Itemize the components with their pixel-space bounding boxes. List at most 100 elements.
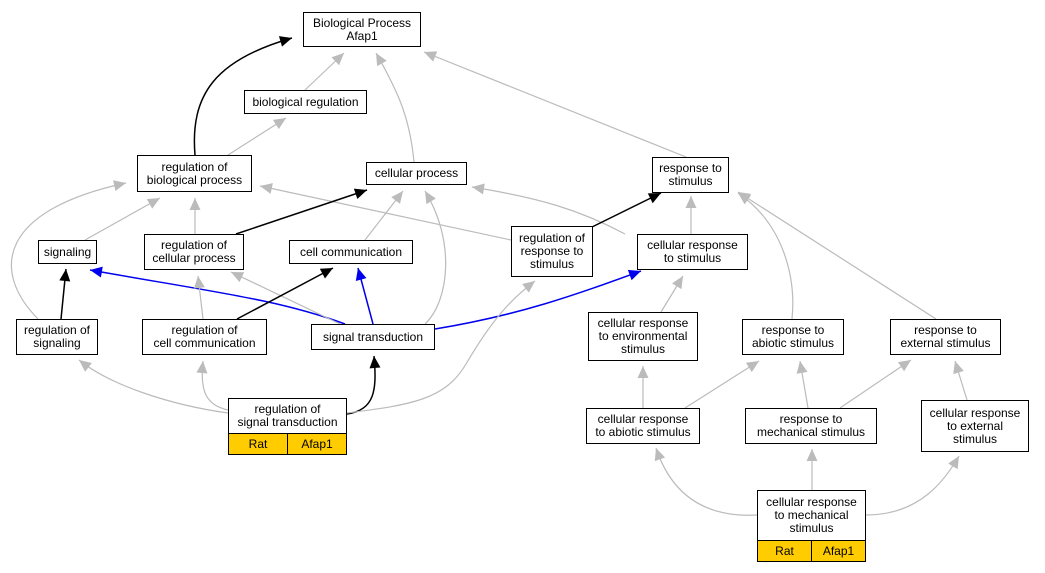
term-node-cell-resp-mech[interactable]: cellular response to mechanical stimulus (757, 490, 866, 541)
edge-sig_trans-to-cell_proc (424, 190, 447, 325)
term-node-reg-resp-stim[interactable]: regulation of response to stimulus (511, 226, 593, 277)
edge-cell_resp_abiotic-to-cell_resp_env (637, 366, 649, 408)
edge-cell_resp_mech-to-cell_resp_ext (865, 455, 960, 516)
edge-reg_sig_trans-to-reg_cell_comm (196, 360, 229, 411)
gene-tag[interactable]: Afap1 (811, 540, 866, 562)
arrowhead-reg_resp_stim-to-resp_stim (647, 193, 661, 204)
arrowhead-reg_sig_trans-to-reg_cell_comm (196, 361, 208, 374)
species-tag[interactable]: Rat (228, 433, 288, 455)
arrowhead-bio_reg-to-bp_root (331, 53, 344, 66)
term-node-cell-comm[interactable]: cell communication (289, 240, 413, 264)
arrowhead-reg_signaling-to-signaling (59, 269, 71, 282)
edge-cell_resp_abiotic-to-resp_abiotic (684, 360, 760, 409)
edge-reg_cell_proc-to-reg_bio_proc (189, 198, 201, 234)
arrowhead-sig_trans-to-cell_proc (425, 191, 436, 205)
term-node-resp-mech[interactable]: response to mechanical stimulus (745, 408, 877, 444)
term-node-sig-trans[interactable]: signal transduction (311, 324, 435, 350)
term-node-reg-cell-comm[interactable]: regulation of cell communication (142, 319, 267, 355)
edge-resp_mech-to-resp_abiotic (796, 360, 809, 409)
edge-reg_cell_proc-to-cell_proc (235, 188, 368, 235)
term-node-bio-reg[interactable]: biological regulation (244, 90, 367, 114)
arrowhead-reg_cell_proc-to-cell_proc (353, 188, 367, 200)
arrowhead-cell_resp_abiotic-to-cell_resp_env (637, 366, 649, 378)
arrowhead-cell_proc-to-bp_root (376, 53, 387, 67)
arrowhead-cell_resp_env-to-cell_resp_stim (672, 276, 683, 290)
term-node-reg-cell-proc[interactable]: regulation of cellular process (144, 234, 244, 270)
arrowhead-sig_trans-to-signaling (90, 266, 103, 278)
arrowhead-cell_resp_abiotic-to-resp_abiotic (745, 361, 759, 373)
arrowhead-sig_trans-to-cell_resp_stim (627, 269, 641, 281)
edge-reg_bio_proc-to-bp_root (193, 36, 293, 156)
edge-cell_resp_stim-to-resp_stim (685, 196, 697, 234)
edge-reg_signaling-to-reg_bio_proc (10, 180, 127, 320)
edge-cell_resp_env-to-cell_resp_stim (660, 275, 684, 313)
edge-resp_mech-to-resp_ext (839, 359, 912, 409)
edge-cell_resp_mech-to-resp_mech (806, 449, 818, 490)
term-node-cell-resp-stim[interactable]: cellular response to stimulus (637, 234, 748, 270)
arrowhead-reg_sig_trans-to-sig_trans (369, 356, 381, 369)
arrowhead-cell_resp_mech-to-cell_resp_ext (948, 456, 959, 470)
arrowhead-resp_mech-to-resp_ext (897, 360, 911, 372)
edge-cell_resp_stim-to-cell_proc (471, 183, 626, 235)
edge-layer (10, 36, 968, 516)
edge-reg_sig_trans-to-sig_trans (346, 355, 381, 415)
arrowhead-reg_cell_comm-to-reg_cell_proc (193, 276, 205, 289)
arrowhead-reg_sig_trans-to-reg_resp_stim (522, 281, 535, 293)
arrowhead-cell_resp_stim-to-cell_proc (472, 183, 485, 195)
edge-sig_trans-to-cell_resp_stim (434, 269, 642, 330)
edge-reg_signaling-to-signaling (59, 268, 71, 320)
arrowhead-reg_bio_proc-to-bio_reg (272, 118, 286, 130)
arrowhead-resp_ext-to-resp_stim (738, 192, 752, 204)
term-node-resp-ext[interactable]: response to external stimulus (890, 319, 1001, 355)
arrowhead-reg_resp_stim-to-reg_bio_proc (260, 183, 273, 194)
edge-reg_sig_trans-to-reg_resp_stim (346, 280, 536, 414)
term-node-bp-root[interactable]: Biological Process Afap1 (303, 12, 421, 47)
arrowhead-reg_sig_trans-to-reg_signaling (79, 360, 92, 372)
edge-cell_resp_mech-to-cell_resp_abiotic (654, 447, 758, 516)
term-node-cell-resp-abiotic[interactable]: cellular response to abiotic stimulus (586, 408, 700, 444)
arrowhead-reg_signaling-to-reg_bio_proc (113, 180, 126, 191)
edge-reg_resp_stim-to-reg_bio_proc (259, 183, 512, 241)
term-node-reg-signaling[interactable]: regulation of signaling (16, 319, 98, 355)
term-node-cell-resp-env[interactable]: cellular response to environmental stimu… (588, 312, 698, 361)
edge-reg_cell_comm-to-cell_comm (236, 267, 334, 320)
edge-cell_proc-to-bp_root (375, 52, 415, 163)
arrowhead-signaling-to-reg_bio_proc (146, 198, 160, 209)
edge-reg_resp_stim-to-resp_stim (589, 192, 662, 229)
edge-resp_ext-to-resp_stim (737, 191, 937, 320)
arrowhead-resp_stim-to-bp_root (424, 51, 438, 62)
term-node-cell-resp-ext[interactable]: cellular response to external stimulus (921, 400, 1029, 452)
arrowhead-cell_resp_mech-to-cell_resp_abiotic (654, 448, 666, 462)
edge-sig_trans-to-signaling (89, 266, 346, 325)
arrowhead-cell_comm-to-cell_proc (391, 191, 403, 204)
gene-tag[interactable]: Afap1 (287, 433, 347, 455)
edge-reg_bio_proc-to-bio_reg (227, 117, 287, 156)
edge-cell_comm-to-cell_proc (364, 190, 404, 241)
arrowhead-reg_bio_proc-to-bp_root (278, 36, 292, 47)
edge-signaling-to-reg_bio_proc (84, 197, 161, 241)
term-node-reg-sig-trans[interactable]: regulation of signal transduction (228, 398, 347, 434)
term-node-resp-stim[interactable]: response to stimulus (652, 157, 729, 193)
arrowhead-cell_resp_mech-to-resp_mech (806, 449, 818, 461)
edge-cell_resp_ext-to-resp_ext (953, 360, 968, 401)
arrowhead-resp_mech-to-resp_abiotic (796, 361, 808, 374)
term-node-reg-bio-proc[interactable]: regulation of biological process (137, 155, 252, 192)
arrowhead-reg_cell_comm-to-cell_comm (319, 268, 333, 279)
edge-sig_trans-to-reg_cell_proc (230, 271, 341, 325)
edge-bio_reg-to-bp_root (304, 52, 345, 91)
term-node-resp-abiotic[interactable]: response to abiotic stimulus (742, 319, 844, 355)
arrowhead-sig_trans-to-cell_comm (355, 268, 367, 282)
arrowhead-cell_resp_ext-to-resp_ext (953, 361, 964, 375)
edge-resp_stim-to-bp_root (423, 51, 687, 158)
edge-reg_sig_trans-to-reg_signaling (78, 359, 229, 414)
species-tag[interactable]: Rat (757, 540, 812, 562)
term-node-signaling[interactable]: signaling (38, 240, 97, 264)
arrowhead-reg_cell_proc-to-reg_bio_proc (189, 198, 201, 210)
edge-reg_cell_comm-to-reg_cell_proc (193, 275, 205, 320)
arrowhead-sig_trans-to-reg_cell_proc (231, 272, 245, 283)
edge-sig_trans-to-cell_comm (355, 267, 374, 325)
term-node-cell-proc[interactable]: cellular process (366, 162, 467, 185)
